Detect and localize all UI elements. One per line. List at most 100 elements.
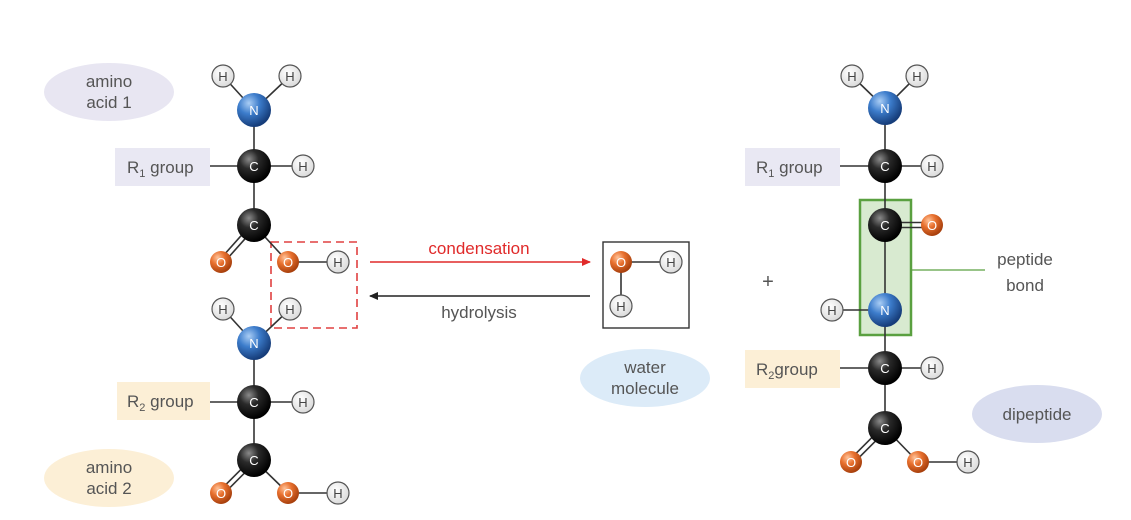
- amino-acid-2-bubble: [44, 449, 174, 507]
- dp-alpha-carbon-1: C: [868, 149, 902, 183]
- dp-nitrogen-2-symbol: N: [880, 303, 889, 318]
- water-hydrogen-2: H: [609, 294, 633, 318]
- aa2-alpha-hydrogen-symbol: H: [298, 395, 307, 410]
- dp-carbonyl-carbon: C: [868, 208, 902, 242]
- peptide-bond-label-line2: bond: [1006, 276, 1044, 295]
- aa2-carbonyl-oxygen-symbol: O: [216, 486, 226, 501]
- dp-alpha-hydrogen-1-symbol: H: [927, 159, 936, 174]
- r1-group-box-right: [745, 148, 840, 186]
- dp-alpha-hydrogen-2: H: [920, 356, 944, 380]
- aa1-nitrogen-symbol: N: [249, 103, 258, 118]
- water-hydrogen-2-symbol: H: [616, 299, 625, 314]
- leaving-group-dashed-box: [270, 241, 358, 329]
- amino-acid-1-bubble: [44, 63, 174, 121]
- dp-alpha-carbon-2: C: [868, 351, 902, 385]
- dipeptide-label: dipeptide: [1002, 405, 1071, 424]
- bond-layer: [210, 75, 968, 496]
- dp-carboxyl-carbon-symbol: C: [880, 421, 889, 436]
- aa1-nitrogen: N: [237, 93, 271, 127]
- amino-acid-2-label-line2: acid 2: [86, 479, 131, 498]
- water-molecule-bubble: [580, 349, 710, 407]
- dp-carboxyl-oxygen-symbol: O: [846, 455, 856, 470]
- water-molecule-label-line2: molecule: [611, 379, 679, 398]
- dp-alpha-carbon-2-symbol: C: [880, 361, 889, 376]
- dp-hydroxyl-oxygen-symbol: O: [913, 455, 923, 470]
- aa2-hydrogen-1-symbol: H: [218, 302, 227, 317]
- aa1-hydroxyl-hydrogen-symbol: H: [333, 255, 342, 270]
- dp-carbonyl-carbon-symbol: C: [880, 218, 889, 233]
- aa2-hydrogen-2: H: [278, 297, 302, 321]
- dp-hydrogen-1-symbol: H: [847, 69, 856, 84]
- r2-group-box-left: [117, 382, 210, 420]
- water-hydrogen-1: H: [659, 250, 683, 274]
- aa2-alpha-carbon: C: [237, 385, 271, 419]
- peptide-bond-label-line1: peptide: [997, 250, 1053, 269]
- aa1-hydroxyl-oxygen-symbol: O: [283, 255, 293, 270]
- r1-group-label-right: R1 group: [756, 158, 823, 180]
- aa1-alpha-hydrogen-symbol: H: [298, 159, 307, 174]
- aa2-hydroxyl-hydrogen: H: [326, 481, 350, 505]
- dp-alpha-hydrogen-2-symbol: H: [927, 361, 936, 376]
- amino-acid-1-label-line1: amino: [86, 72, 132, 91]
- aa1-hydroxyl-hydrogen: H: [326, 250, 350, 274]
- amino-acid-2-label-line1: amino: [86, 458, 132, 477]
- r2-group-box-right: [745, 350, 840, 388]
- water-molecule-label-line1: water: [623, 358, 666, 377]
- aa1-alpha-carbon: C: [237, 149, 271, 183]
- aa1-carbonyl-oxygen-symbol: O: [216, 255, 226, 270]
- aa1-alpha-hydrogen: H: [291, 154, 315, 178]
- dp-hydrogen-2-symbol: H: [912, 69, 921, 84]
- aa1-carboxyl-carbon-symbol: C: [249, 218, 258, 233]
- hydrolysis-label: hydrolysis: [441, 303, 517, 322]
- plus-sign: +: [762, 271, 774, 293]
- aa2-nitrogen-symbol: N: [249, 336, 258, 351]
- dp-hydroxyl-oxygen: O: [907, 451, 929, 473]
- aa2-carboxyl-carbon-symbol: C: [249, 453, 258, 468]
- dp-carboxyl-carbon: C: [868, 411, 902, 445]
- aa1-carbonyl-oxygen: O: [210, 251, 232, 273]
- water-oxygen: O: [610, 251, 632, 273]
- dp-alpha-carbon-1-symbol: C: [880, 159, 889, 174]
- dp-carboxyl-oxygen: O: [840, 451, 862, 473]
- aa1-hydrogen-1: H: [211, 64, 235, 88]
- dp-amide-hydrogen: H: [820, 298, 844, 322]
- dp-carbonyl-oxygen: O: [921, 214, 943, 236]
- dp-hydrogen-2: H: [905, 64, 929, 88]
- dp-hydroxyl-hydrogen-symbol: H: [963, 455, 972, 470]
- aa1-hydrogen-1-symbol: H: [218, 69, 227, 84]
- dipeptide-bubble: [972, 385, 1102, 443]
- r1-group-box-left: [115, 148, 210, 186]
- aa2-nitrogen: N: [237, 326, 271, 360]
- water-molecule-box: [602, 241, 690, 329]
- aa2-hydrogen-1: H: [211, 297, 235, 321]
- dp-hydroxyl-hydrogen: H: [956, 450, 980, 474]
- amino-acid-1-label-line2: acid 1: [86, 93, 131, 112]
- r2-group-label-right: R2group: [756, 360, 818, 382]
- aa1-hydroxyl-oxygen: O: [277, 251, 299, 273]
- aa2-carboxyl-carbon: C: [237, 443, 271, 477]
- dp-nitrogen-2: N: [868, 293, 902, 327]
- aa1-carboxyl-carbon: C: [237, 208, 271, 242]
- aa2-hydroxyl-hydrogen-symbol: H: [333, 486, 342, 501]
- dp-hydrogen-1: H: [840, 64, 864, 88]
- dp-carbonyl-oxygen-symbol: O: [927, 218, 937, 233]
- aa1-hydrogen-2: H: [278, 64, 302, 88]
- aa2-hydrogen-2-symbol: H: [285, 302, 294, 317]
- aa1-alpha-carbon-symbol: C: [249, 159, 258, 174]
- r1-group-label-left: R1 group: [127, 158, 194, 180]
- aa2-alpha-hydrogen: H: [291, 390, 315, 414]
- water-hydrogen-1-symbol: H: [666, 255, 675, 270]
- aa2-hydroxyl-oxygen: O: [277, 482, 299, 504]
- condensation-label: condensation: [428, 239, 529, 258]
- dp-alpha-hydrogen-1: H: [920, 154, 944, 178]
- aa2-alpha-carbon-symbol: C: [249, 395, 258, 410]
- water-oxygen-symbol: O: [616, 255, 626, 270]
- aa2-hydroxyl-oxygen-symbol: O: [283, 486, 293, 501]
- aa1-hydrogen-2-symbol: H: [285, 69, 294, 84]
- aa2-carbonyl-oxygen: O: [210, 482, 232, 504]
- r2-group-label-left: R2 group: [127, 392, 194, 414]
- dp-amide-hydrogen-symbol: H: [827, 303, 836, 318]
